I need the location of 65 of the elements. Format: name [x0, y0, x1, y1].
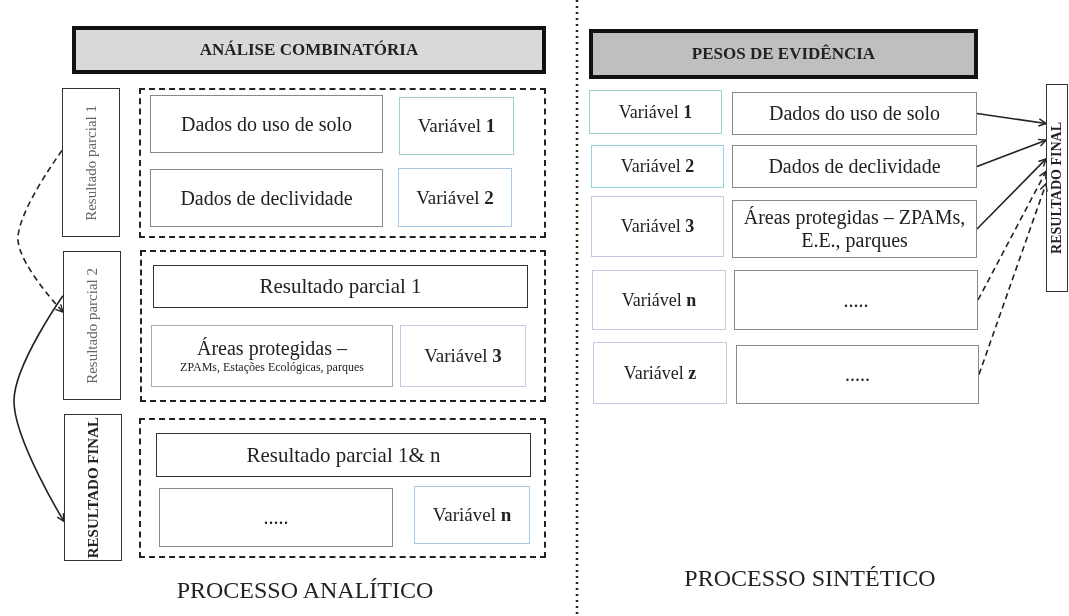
variable-box: [592, 270, 726, 330]
heading-text: RESULTADO FINAL: [83, 416, 102, 559]
data-box: [732, 92, 977, 135]
group-box: [140, 250, 546, 402]
arrow: [978, 183, 1048, 376]
data-box: [151, 325, 393, 387]
result-box: [156, 433, 531, 477]
data-box: [150, 169, 383, 227]
section-title: PROCESSO SINTÉTICO: [684, 564, 936, 592]
box-text: Variável 2: [619, 156, 696, 177]
arrow: [976, 138, 1047, 168]
box-text: Variável 2: [415, 186, 495, 209]
variable-box: [399, 97, 514, 155]
box-text: Variável 1: [416, 115, 497, 137]
variable-box: [591, 196, 724, 257]
variable-box: [591, 145, 724, 188]
data-box: [159, 488, 393, 547]
box-text: Variável z: [622, 362, 698, 384]
box-text: Dados do uso de solo: [767, 102, 942, 125]
subtitle-text: ZPAMs, Estações Ecológicas, parques: [179, 360, 365, 375]
box-text: Resultado parcial 1: [258, 274, 423, 299]
result-box: [64, 414, 122, 561]
data-box: [150, 95, 383, 153]
box-text: Variável n: [431, 504, 513, 526]
variable-box: [414, 486, 530, 544]
box-text: .....: [842, 288, 870, 312]
heading-text: Resultado parcial 2: [82, 267, 101, 384]
box-text: Variável 3: [619, 216, 696, 237]
box-text: Dados de declividade: [767, 155, 942, 178]
arrow: [13, 294, 65, 523]
result-box: [63, 251, 121, 400]
box-text: Áreas protegidas – ZPAMs, E.E., parques: [742, 206, 967, 252]
variable-box: [400, 325, 526, 387]
data-box: [734, 270, 978, 330]
variable-box: [398, 168, 512, 227]
variable-box: [589, 90, 722, 134]
result-box: [1046, 84, 1068, 292]
box-text: Dados do uso de solo: [179, 112, 354, 136]
group-box: [139, 88, 546, 238]
box-text: Variável 1: [617, 101, 694, 123]
arrow: [17, 149, 64, 313]
heading-text: PESOS DE EVIDÊNCIA: [690, 44, 877, 64]
arrow: [976, 158, 1047, 230]
box-text: .....: [262, 506, 290, 529]
header-box: [72, 26, 546, 74]
data-box: [732, 145, 977, 188]
heading-text: ANÁLISE COMBINATÓRIA: [198, 40, 420, 60]
section-title: PROCESSO ANALÍTICO: [176, 576, 434, 604]
header-box: [589, 29, 978, 79]
data-box: [732, 200, 977, 258]
arrow: [977, 170, 1047, 301]
box-text: Resultado parcial 1& n: [245, 442, 442, 468]
box-text: Áreas protegidas –: [196, 337, 348, 360]
result-box: [62, 88, 120, 237]
box-text: .....: [844, 363, 871, 386]
group-box: [139, 418, 546, 558]
result-box: [153, 265, 528, 308]
box-text: Variável n: [620, 289, 698, 311]
heading-text: RESULTADO FINAL: [1048, 122, 1065, 254]
variable-box: [593, 342, 727, 404]
data-box: [736, 345, 979, 404]
box-text: Dados de declividade: [179, 186, 354, 210]
heading-text: Resultado parcial 1: [81, 104, 100, 221]
arrow: [976, 112, 1047, 127]
box-text: Variável 3: [423, 345, 503, 367]
